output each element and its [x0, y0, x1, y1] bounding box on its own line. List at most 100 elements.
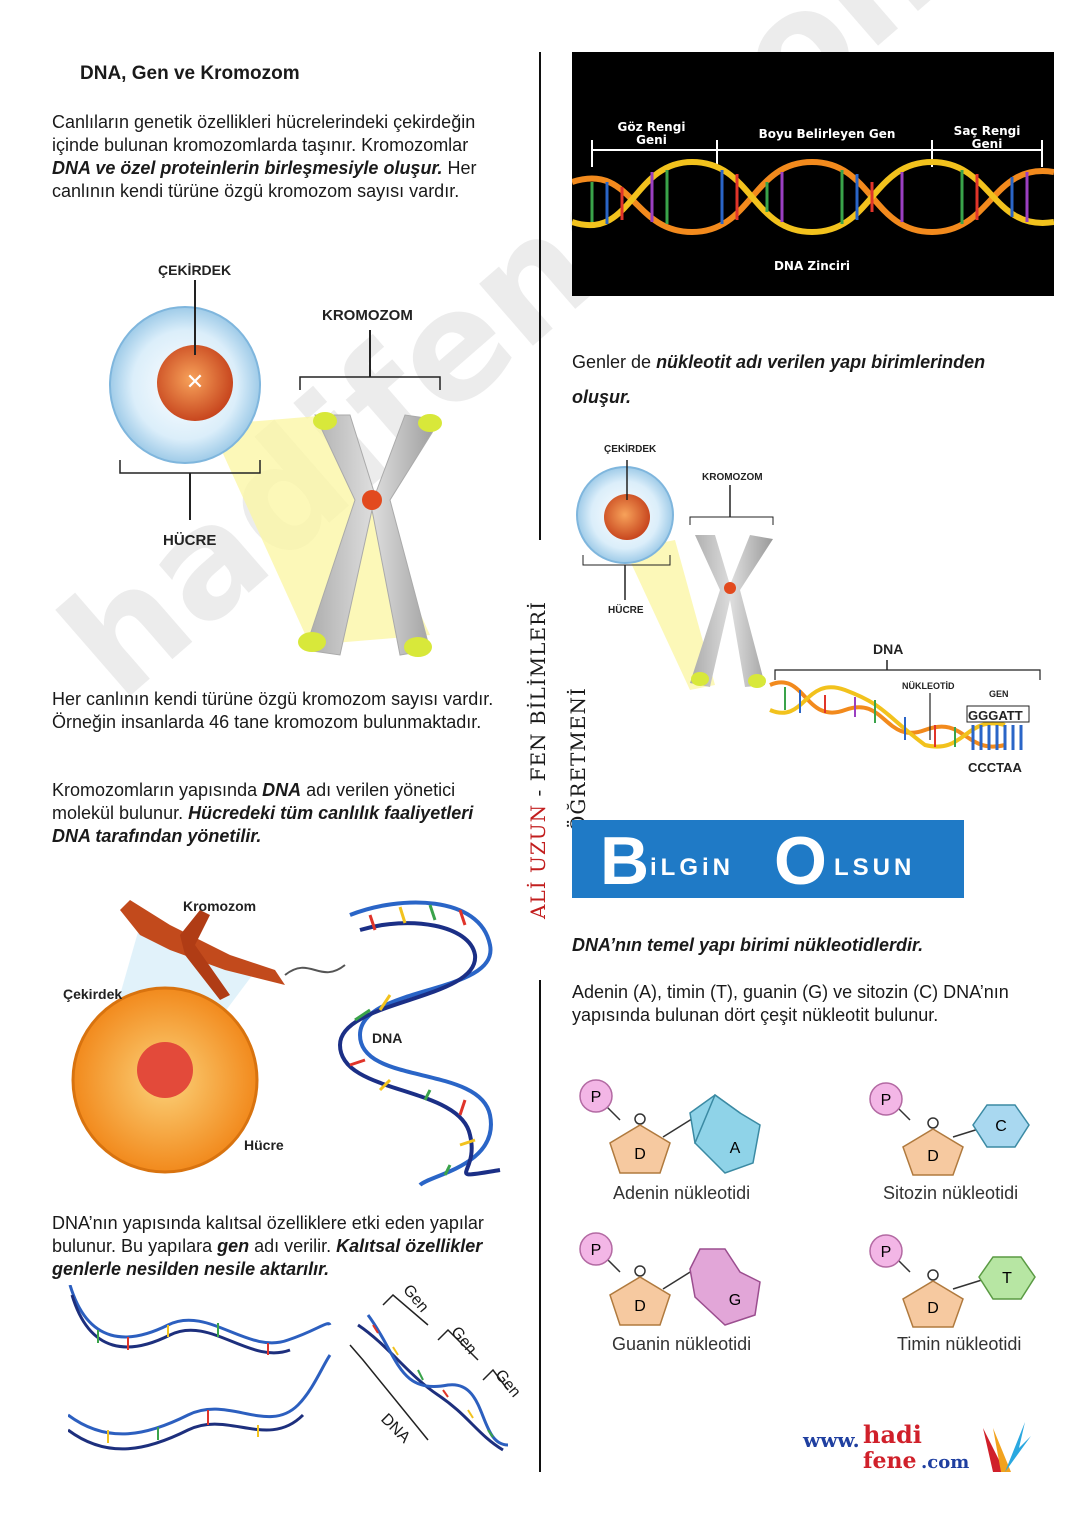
chromosome-tip	[404, 637, 432, 657]
chromosome-tip	[313, 412, 337, 430]
nucleotide-grid: P D A Adenin nükleotidi P D C Sitozin nü…	[575, 1075, 1055, 1375]
sugar-pentagon	[902, 1280, 964, 1328]
base-letter: G	[729, 1292, 741, 1309]
phosphate-circle	[579, 1079, 613, 1113]
dna-base-pairs	[349, 904, 476, 1176]
author-credit: ALİ UZUN - FEN BİLİMLERİ ÖĞRETMENİ	[518, 540, 590, 980]
label-hair-gene: Saç Rengi Geni	[953, 124, 1021, 151]
chromosome-bracket	[299, 376, 441, 390]
phosphate-letter: P	[591, 1242, 602, 1259]
sugar-letter: D	[927, 1148, 939, 1165]
dna-paragraph: Kromozomların yapısında DNA adı verilen …	[52, 779, 507, 848]
label-chromosome: KROMOZOM	[322, 307, 413, 324]
nucleotide-paragraph: Genler de nükleotit adı verilen yapı bir…	[572, 345, 1042, 415]
dna-strand-bottom	[68, 1354, 332, 1451]
separator: -	[526, 781, 550, 804]
cell-bracket	[582, 555, 671, 566]
label-cell-2: Hücre	[244, 1137, 284, 1153]
dna-strands-figure	[68, 1285, 508, 1452]
centromere	[724, 582, 736, 594]
zoom-cone	[625, 540, 715, 690]
nucleus-shape	[157, 345, 233, 421]
sugar-letter: D	[634, 1298, 646, 1315]
dna-bracket	[774, 669, 1041, 680]
text: Genler de	[572, 352, 657, 372]
base-shape	[689, 1248, 761, 1326]
chromosome-tip	[418, 414, 442, 432]
gene-bracket	[482, 1368, 508, 1391]
cell-to-gene-figure	[576, 460, 1041, 750]
gene-bracket	[382, 1293, 429, 1326]
cell-dna-figure	[71, 900, 501, 1187]
label-dna-2: DNA	[372, 1030, 403, 1046]
emphasis: Kalıtsal özellikler genlerle nesilden ne…	[52, 1236, 483, 1279]
nucleotide-statement: DNA’nın temel yapı birimi nükleotidlerdi…	[572, 935, 924, 955]
base-letter: T	[1002, 1270, 1012, 1287]
label-nucleus: ÇEKİRDEK	[158, 262, 232, 278]
mini-chromosome-icon: ✕	[186, 370, 204, 395]
text: Her canlının kendi türüne özgü kromozom …	[52, 158, 477, 201]
label-eye-gene: Göz Rengi Geni	[617, 120, 686, 147]
logo-com: .com	[921, 1452, 970, 1473]
sugar-pentagon	[902, 1128, 964, 1176]
dna-thread	[284, 964, 346, 976]
sugar-letter: D	[634, 1146, 646, 1163]
site-logo[interactable]: www. hadi fene .com	[803, 1418, 1043, 1478]
banner-letter-b: B	[600, 823, 650, 899]
intro-paragraph: Canlıların genetik özellikleri hücreleri…	[52, 111, 502, 203]
bases-paragraph: Adenin (A), timin (T), guanin (G) ve sit…	[572, 982, 1009, 1025]
chromosome-shape	[180, 910, 230, 1000]
label-gene: GEN	[989, 689, 1009, 699]
emphasis: nükleotit adı verilen yapı birimlerinden…	[572, 352, 986, 407]
gene-bracket	[437, 1328, 479, 1361]
book-logo-icon	[983, 1422, 1031, 1472]
phosphate-letter: P	[881, 1244, 892, 1261]
adenine-label: Adenin nükleotidi	[613, 1183, 751, 1203]
phosphate-circle	[869, 1082, 903, 1116]
nucleus-shape	[137, 1042, 193, 1098]
author-name: ALİ UZUN	[526, 803, 550, 920]
nucleus-shape	[604, 494, 650, 540]
base-letter: C	[995, 1118, 1007, 1135]
adenine-nucleotide-diagram: P D A	[579, 1079, 761, 1174]
sequence-top: GGGATT	[968, 708, 1023, 723]
emphasis: DNA ve özel proteinlerin birleşmesiyle o…	[52, 158, 443, 178]
sugar-pentagon	[609, 1124, 671, 1174]
thymine-nucleotide-diagram: P D T	[869, 1234, 1036, 1328]
label-nucleotide: NÜKLEOTİD	[902, 681, 955, 691]
gene-paragraph: DNA’nın yapısında kalıtsal özelliklere e…	[52, 1212, 512, 1281]
sequence-bottom: CCCTAA	[968, 760, 1022, 775]
label-chromosome-3: KROMOZOM	[702, 472, 763, 483]
logo-www: www.	[803, 1428, 860, 1452]
cytosine-nucleotide-diagram: P D C	[869, 1082, 1030, 1176]
label-cell-3: HÜCRE	[608, 605, 644, 616]
guanine-label: Guanin nükleotidi	[612, 1334, 752, 1354]
text: DNA’nın yapısında kalıtsal özelliklere e…	[52, 1213, 484, 1256]
base-pairs	[372, 1324, 494, 1438]
label-nucleus-2: Çekirdek	[63, 986, 123, 1002]
text: Kromozomların yapısında	[52, 780, 263, 800]
label-chromosome-2: Kromozom	[183, 898, 257, 914]
label-dna-3: DNA	[873, 641, 904, 657]
text: adı verilen yönetici molekül bulunur.	[52, 780, 456, 823]
chromosome-tip	[748, 674, 766, 688]
page-title: DNA, Gen ve Kromozom	[80, 63, 300, 84]
chromosome-tip	[298, 632, 326, 652]
chromosome-count-paragraph: Her canlının kendi türüne özgü kromozom …	[52, 689, 494, 732]
cytosine-label: Sitozin nükleotidi	[883, 1183, 1019, 1203]
logo-fene: fene	[863, 1448, 917, 1474]
banner-letter-o: O	[774, 823, 827, 899]
logo-hadi: hadi	[863, 1420, 922, 1449]
base-pairs	[590, 170, 1029, 224]
bilgin-olsun-banner: B iLGiN O LSUN	[572, 820, 964, 899]
emphasis: gen	[217, 1236, 250, 1256]
sugar-letter: D	[927, 1300, 939, 1317]
dna-helix	[337, 900, 501, 1187]
banner-ilgin: iLGiN	[650, 854, 734, 881]
gene-box	[966, 705, 1030, 723]
base-pairs	[97, 1323, 269, 1443]
thymine-label: Timin nükleotidi	[897, 1334, 1022, 1354]
label-nucleus-3: ÇEKİRDEK	[604, 444, 657, 455]
base-pairs	[784, 687, 956, 747]
banner-lsun: LSUN	[834, 854, 916, 881]
